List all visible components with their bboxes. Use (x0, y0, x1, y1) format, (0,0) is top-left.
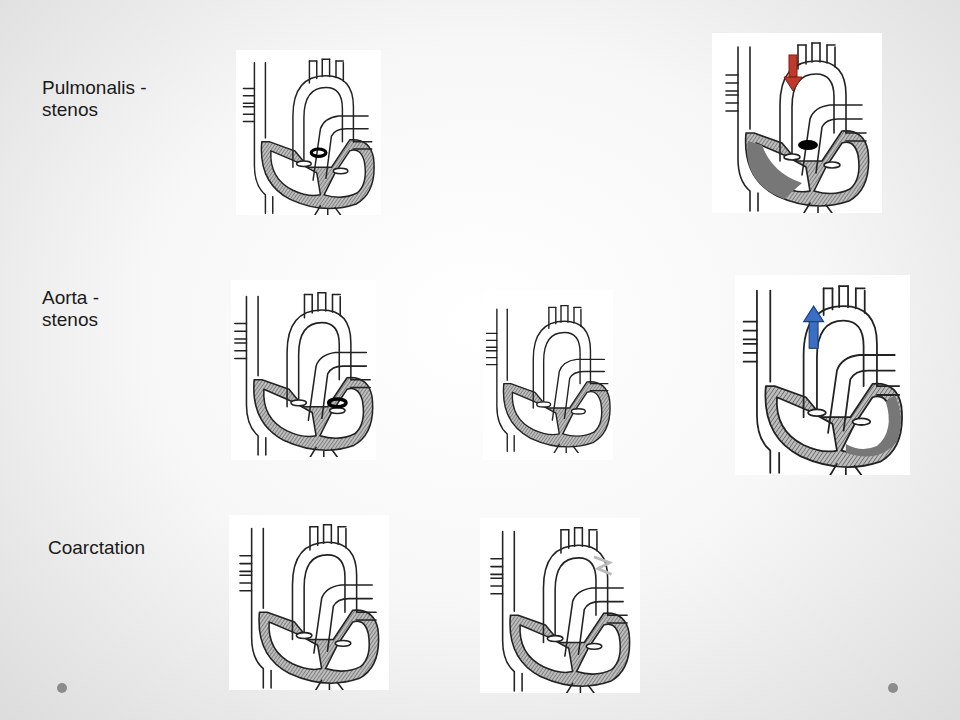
heart-diagram (229, 515, 389, 690)
hypertrophy-shading (747, 141, 802, 199)
section-label: Coarctation (48, 537, 145, 559)
heart-diagram (480, 518, 640, 693)
heart-diagram (735, 275, 910, 475)
stenosis-ring (799, 141, 817, 149)
stenosis-ring (311, 149, 326, 156)
section-label: Aorta - stenos (42, 287, 124, 331)
stenosis-ring (329, 399, 346, 407)
heart-diagram (236, 50, 381, 215)
slide-dot (888, 683, 898, 693)
pressure-arrow (784, 55, 802, 91)
coarctation-mark (594, 557, 612, 575)
heart-diagram (231, 280, 376, 460)
slide-dot (57, 683, 67, 693)
section-label: Pulmonalis - stenos (42, 77, 164, 121)
pressure-arrow (804, 306, 824, 348)
heart-diagram (712, 33, 882, 213)
hypertrophy-shading (846, 395, 901, 456)
heart-diagram (483, 290, 613, 460)
